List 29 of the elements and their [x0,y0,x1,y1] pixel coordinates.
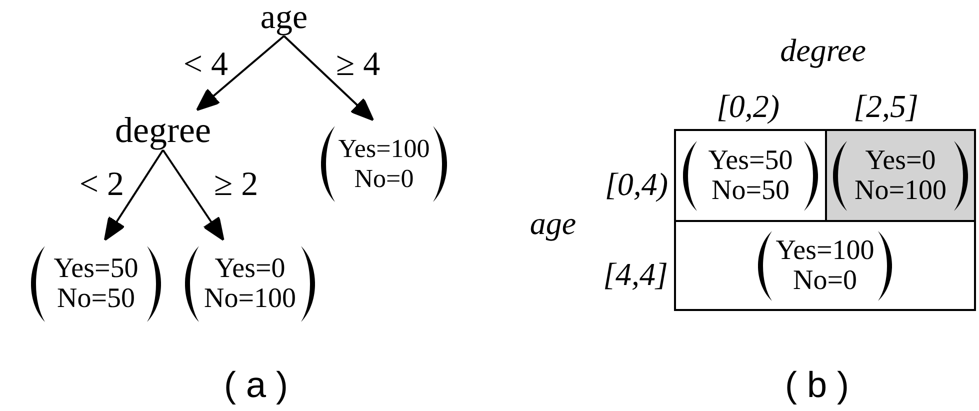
class-count-text: No=100 [854,176,946,206]
grid-cell [674,129,827,222]
interval-label: [0,4) [604,166,668,202]
tree-node-label: age [250,0,318,36]
class-count-text: No=0 [792,266,857,296]
class-count-text: No=50 [711,176,790,206]
arrow [283,35,374,121]
interval-label: [2,5] [852,88,920,124]
class-count-text: Yes=100 [776,236,874,266]
panel-caption: ( a ) [222,364,289,406]
class-count-text: No=50 [56,284,135,314]
interval-label: [4,4] [602,256,668,292]
class-count-text: No=100 [204,284,296,314]
axis-title: degree [779,32,867,68]
axis-title: age [528,205,578,241]
class-count-text: Yes=100 [338,134,430,164]
class-count-text: Yes=0 [865,146,936,176]
arrow [104,149,164,241]
interval-label: [0,2) [715,88,781,124]
grid-cell [674,220,976,311]
class-count-text: Yes=50 [708,146,793,176]
class-count-text: Yes=50 [54,254,138,284]
tree-node-label: degree [113,110,213,150]
arrow [162,149,224,241]
class-count-text: Yes=0 [214,254,286,284]
class-count-text: No=0 [354,164,414,194]
grid-cell [825,129,976,222]
panel-caption: ( b ) [784,364,850,406]
arrow [196,35,285,111]
